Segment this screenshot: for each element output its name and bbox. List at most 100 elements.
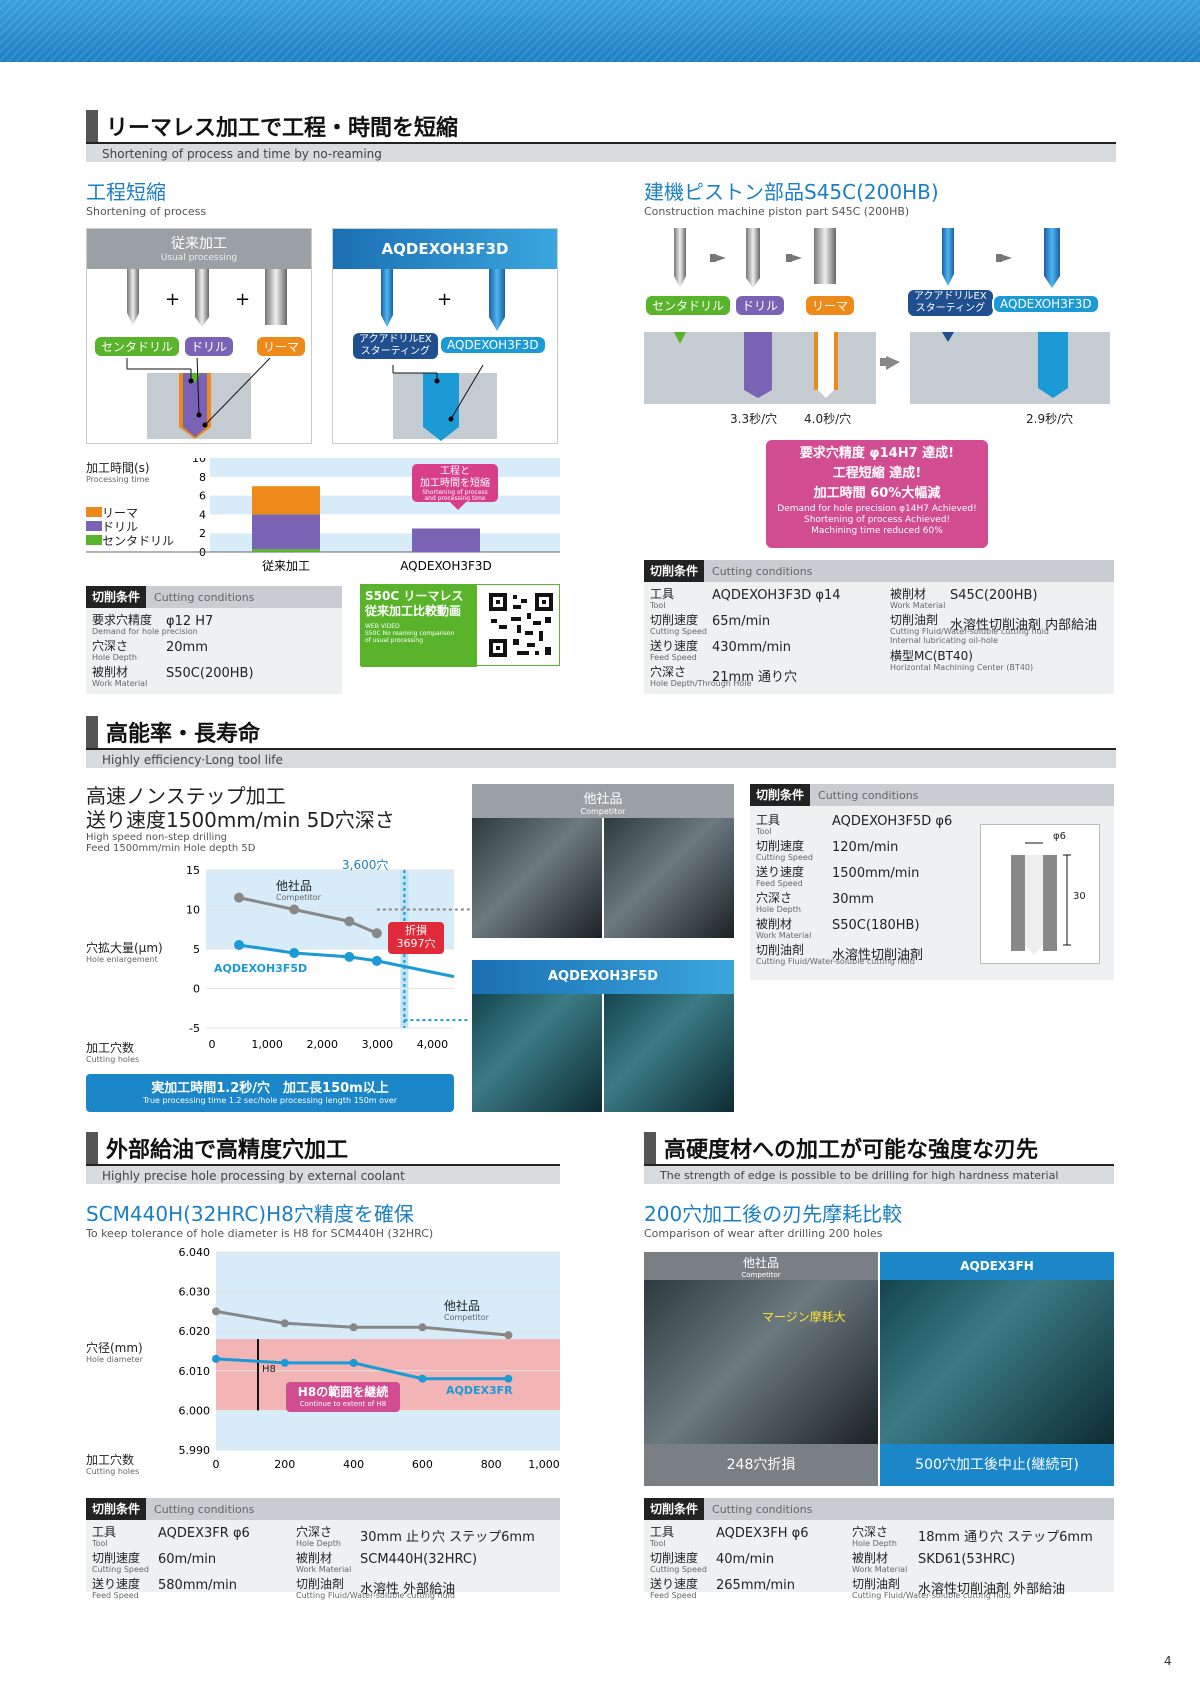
cond3-material: S50C(180HB) <box>832 918 920 933</box>
time-y-tick: 10 <box>192 458 206 465</box>
enlarge-x-tick: 2,000 <box>306 1038 338 1051</box>
cond4-feed: 580mm/min <box>158 1578 238 1593</box>
cond2-feed: 430mm/min <box>712 640 792 655</box>
svg-text:+: + <box>235 289 250 310</box>
hole-diagram: φ6 30 <box>980 824 1100 964</box>
section-title: リーマレス加工で工程・時間を短縮 <box>106 116 459 141</box>
enlarge-point <box>371 928 382 939</box>
hole-diagram-svg <box>1011 842 1071 955</box>
cond2-tool: AQDEXOH3F3D φ14 <box>712 588 841 603</box>
piston-time-1: 3.3秒/穴 <box>730 412 778 426</box>
diam-point <box>504 1374 513 1383</box>
conventional-panel: 従来加工 Usual processing ++ センタドリル ドリル リーマ <box>86 228 312 444</box>
piston-result-box: 要求穴精度 φ14H7 達成! 工程短縮 達成! 加工時間 60%大幅減 Dem… <box>766 440 988 548</box>
wear-aqdex3fh: AQDEX3FH 500穴加工後中止(継続可) <box>880 1252 1114 1486</box>
piston-tag-reamer: リーマ <box>804 294 857 317</box>
time-ylabel: 加工時間(s)Processing time <box>86 461 150 485</box>
mark-3600: 3,600穴 <box>342 858 389 872</box>
svg-text:+: + <box>165 289 180 310</box>
section-header-4: 高硬度材への加工が可能な強度な刃先 The strength of edge i… <box>644 1132 1114 1184</box>
highspeed-heading: 高速ノンステップ加工 送り速度1500mm/min 5D穴深さ High spe… <box>86 784 395 854</box>
cond1-value-1: φ12 H7 <box>166 614 214 629</box>
diam-x-tick: 400 <box>343 1458 364 1471</box>
time-x-tick: AQDEXOH3F3D <box>400 559 492 573</box>
conv-title: 従来加工 <box>171 236 227 252</box>
piston-tag-aqex: アクアドリルEX スターティング <box>906 288 995 318</box>
diam-x-tick: 600 <box>412 1458 433 1471</box>
enlarge-x-tick: 0 <box>209 1038 216 1051</box>
section-header-2: 高能率・長寿命 Highly efficiency·Long tool life <box>86 716 1116 768</box>
video-card[interactable]: S50C リーマレス 従来加工比較動画 WEB VIDEO S50C No re… <box>360 584 560 667</box>
section-header-1: リーマレス加工で工程・時間を短縮 Shortening of process a… <box>86 110 1116 162</box>
video-title: S50C リーマレス 従来加工比較動画 <box>365 589 464 618</box>
competitor-photo-2 <box>604 818 734 938</box>
cond2-coolant: 水溶性切削油剤 内部給油 <box>950 618 1098 633</box>
cond5-coolant: 水溶性切削油剤 外部給油 <box>918 1582 1066 1597</box>
highspeed-banner: 実加工時間1.2秒/穴 加工長150m以上 True processing ti… <box>86 1074 454 1112</box>
enlarge-x-tick: 1,000 <box>251 1038 283 1051</box>
diam-y-tick: 6.000 <box>179 1404 211 1417</box>
cond2-depth: 21mm 通り穴 <box>712 670 798 685</box>
aq-series-label: AQDEXOH3F5D <box>214 962 308 975</box>
section-title-3: 外部給油で高精度穴加工 <box>106 1138 349 1163</box>
wear-result-aq: 500穴加工後中止(継続可) <box>915 1457 1079 1473</box>
cond4-speed: 60m/min <box>158 1552 217 1567</box>
competitor-photo-1 <box>472 818 602 938</box>
cond3-speed: 120m/min <box>832 840 899 855</box>
tag-aqua-drill-ex: アクアドリルEX スターティング <box>351 331 440 361</box>
section-title-2: 高能率・長寿命 <box>106 722 261 747</box>
cond3-tool: AQDEXOH3F5D φ6 <box>832 814 953 829</box>
callout-pointer <box>450 502 466 510</box>
process-heading: 工程短縮 Shortening of process <box>86 176 206 218</box>
enlarge-x-tick: 3,000 <box>362 1038 394 1051</box>
wear-competitor-photo <box>644 1280 878 1444</box>
enlarge-y-tick: 15 <box>186 864 200 877</box>
diam-point <box>212 1354 220 1363</box>
time-y-tick: 2 <box>199 527 206 540</box>
diam-point <box>212 1307 220 1316</box>
diam-point <box>349 1323 358 1332</box>
aqdex-panel: AQDEXOH3F3D + アクアドリルEX スターティング AQDEXOH3F… <box>332 228 558 444</box>
time-y-tick: 4 <box>199 508 206 521</box>
piston-illustration <box>644 228 1110 404</box>
piston-tag-center: センタドリル <box>644 294 733 317</box>
top-banner <box>0 0 1200 62</box>
aqdex-drills-illustration: + <box>381 269 505 441</box>
section-title-4: 高硬度材への加工が可能な強度な刃先 <box>664 1138 1039 1163</box>
processing-time-chart: 加工時間(s)Processing time リーマ ドリル センタドリル 02… <box>86 458 560 578</box>
cond2-speed: 65m/min <box>712 614 771 629</box>
aq-title: AQDEXOH3F3D <box>333 229 557 269</box>
svg-text:+: + <box>437 289 452 310</box>
diam-y-tick: 5.990 <box>179 1444 211 1457</box>
wear-heading: 200穴加工後の刃先摩耗比較 Comparison of wear after … <box>644 1202 903 1240</box>
wear-result-competitor: 248穴折損 <box>726 1457 796 1473</box>
page-number: 4 <box>1164 1654 1172 1668</box>
section-subtitle-3: Highly precise hole processing by extern… <box>86 1164 560 1184</box>
aqdex3fr-label: AQDEX3FR <box>446 1384 513 1397</box>
aq-photo-2 <box>604 994 734 1112</box>
tag-aqdex: AQDEXOH3F3D <box>439 335 547 355</box>
time-grid-band <box>210 458 560 477</box>
qr-code-icon[interactable] <box>487 591 555 659</box>
enlarge-y-tick: 5 <box>193 943 200 956</box>
enlarge-y-tick: 0 <box>193 983 200 996</box>
piston-time-3: 2.9秒/穴 <box>1026 412 1074 426</box>
cond2-material: S45C(200HB) <box>950 588 1038 603</box>
diam-point <box>418 1323 427 1332</box>
piston-heading: 建機ピストン部品S45C(200HB) Construction machine… <box>644 176 939 218</box>
piston-subtitle: Construction machine piston part S45C (2… <box>644 205 910 218</box>
broke-callout: 折損 3697穴 <box>388 922 444 954</box>
diam-x-tick: 200 <box>274 1458 295 1471</box>
cond1-value-3: S50C(200HB) <box>166 666 254 681</box>
cond5-material: SKD61(53HRC) <box>918 1552 1016 1567</box>
cond4-material: SCM440H(32HRC) <box>360 1552 478 1567</box>
